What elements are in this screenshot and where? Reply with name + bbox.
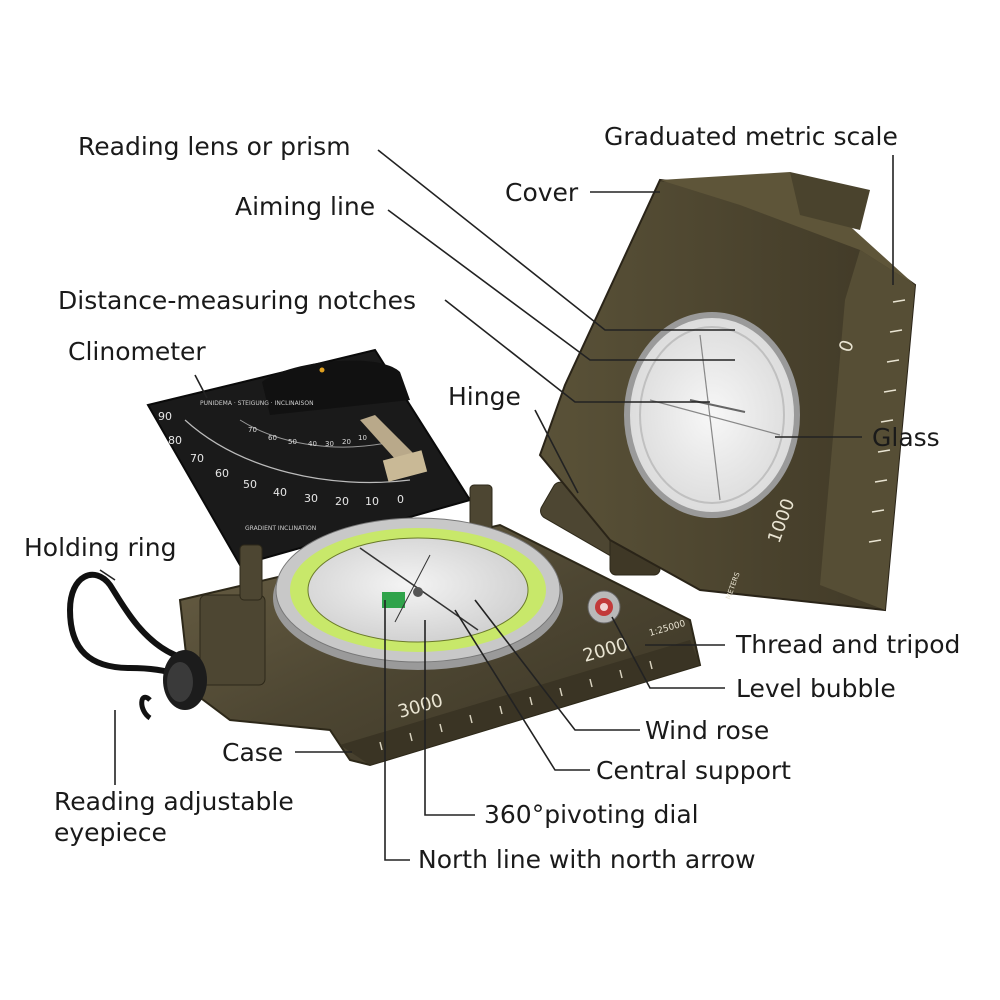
svg-text:0: 0 bbox=[397, 493, 404, 506]
label-distance-notches: Distance-measuring notches bbox=[58, 286, 417, 315]
label-reading-eyepiece: Reading adjustable eyepiece bbox=[54, 787, 294, 848]
label-hinge: Hinge bbox=[448, 382, 521, 411]
label-holding-ring: Holding ring bbox=[24, 533, 177, 562]
label-thread-tripod: Thread and tripod bbox=[736, 630, 961, 659]
reading-eyepiece bbox=[163, 594, 266, 710]
cover-glass bbox=[624, 312, 800, 518]
svg-text:50: 50 bbox=[288, 438, 297, 446]
svg-text:20: 20 bbox=[342, 438, 351, 446]
label-cover: Cover bbox=[505, 178, 579, 207]
cover-metric-scale bbox=[868, 299, 906, 543]
leader-lines bbox=[99, 149, 894, 861]
label-north-line: North line with north arrow bbox=[418, 845, 756, 874]
label-clinometer: Clinometer bbox=[68, 337, 206, 366]
label-reading-lens: Reading lens or prism bbox=[78, 132, 351, 161]
label-central-support: Central support bbox=[596, 756, 791, 785]
compass-dial bbox=[273, 517, 563, 670]
clinometer-title: PUNIDEMA · STEIGUNG · INCLINAISON bbox=[200, 400, 314, 407]
svg-text:50: 50 bbox=[243, 478, 257, 491]
svg-text:70: 70 bbox=[190, 452, 204, 465]
svg-text:90: 90 bbox=[158, 410, 172, 423]
clinometer-bottom-label: GRADIENT INCLINATION bbox=[245, 525, 316, 532]
label-case: Case bbox=[222, 738, 284, 767]
svg-text:10: 10 bbox=[358, 434, 367, 442]
svg-text:60: 60 bbox=[215, 467, 229, 480]
label-glass: Glass bbox=[872, 423, 940, 452]
level-bubble bbox=[587, 590, 621, 624]
label-level-bubble: Level bubble bbox=[736, 674, 896, 703]
clinometer-scale-numbers: 90 80 70 60 50 40 30 20 10 0 bbox=[158, 410, 404, 508]
svg-text:60: 60 bbox=[268, 434, 277, 442]
svg-text:80: 80 bbox=[168, 434, 182, 447]
label-graduated-metric-scale: Graduated metric scale bbox=[604, 122, 898, 151]
case-ruler bbox=[379, 660, 653, 751]
holding-ring bbox=[66, 571, 181, 678]
compass-cover: 0 1000 METERS bbox=[538, 172, 917, 612]
svg-text:40: 40 bbox=[273, 486, 287, 499]
svg-text:30: 30 bbox=[304, 492, 318, 505]
label-pivoting-dial: 360°pivoting dial bbox=[484, 800, 699, 829]
svg-text:20: 20 bbox=[335, 495, 349, 508]
svg-text:40: 40 bbox=[308, 440, 317, 448]
svg-text:70: 70 bbox=[248, 426, 257, 434]
label-wind-rose: Wind rose bbox=[645, 716, 770, 745]
label-aiming-line: Aiming line bbox=[235, 192, 376, 221]
clinometer-panel: PUNIDEMA · STEIGUNG · INCLINAISON GRADIE… bbox=[146, 348, 472, 567]
svg-text:10: 10 bbox=[365, 495, 379, 508]
svg-text:30: 30 bbox=[325, 440, 334, 448]
